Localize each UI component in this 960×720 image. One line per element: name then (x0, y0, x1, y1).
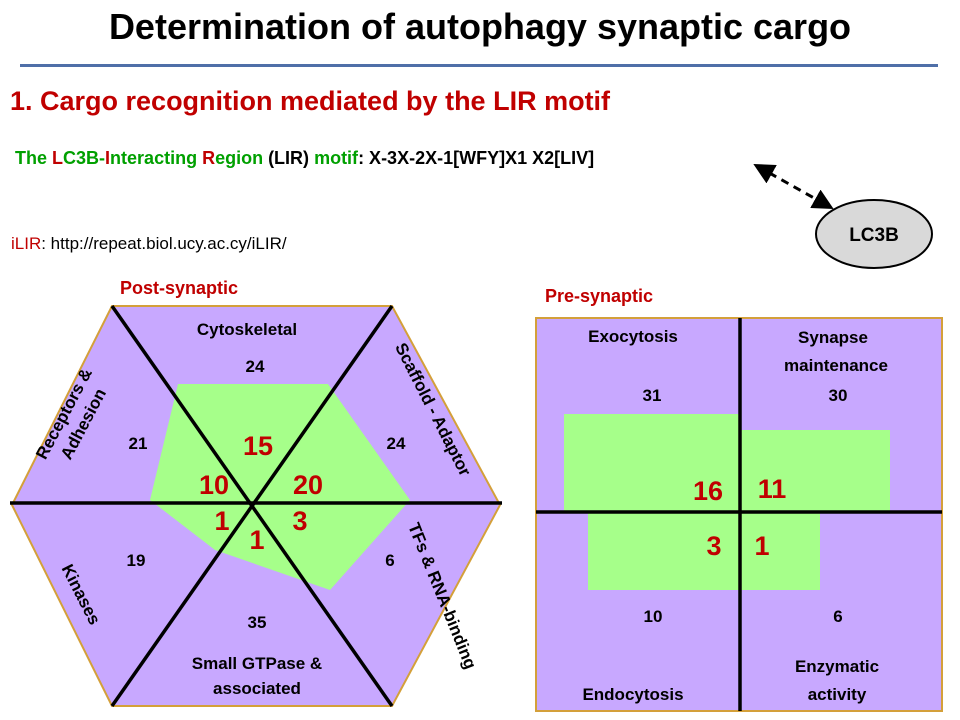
scaffold-adaptor-lir-count: 20 (293, 470, 323, 500)
synapse-maintenance-lir-count: 11 (758, 474, 787, 504)
lir-text-egion: egion (215, 148, 264, 168)
cytoskeletal-lir-count: 15 (243, 431, 273, 461)
title-divider (20, 64, 938, 67)
page-title: Determination of autophagy synaptic carg… (108, 6, 852, 47)
maintenance-lir-region (740, 430, 890, 512)
endocytosis-label: Endocytosis (582, 685, 683, 704)
tfs-rna-binding-lir-count: 3 (292, 506, 307, 536)
lir-text-i: I (105, 148, 111, 168)
ilir-reference: iLIR: http://repeat.biol.ucy.ac.cy/iLIR/ (11, 234, 287, 254)
enzymatic-activity-lir-count: 1 (754, 531, 769, 561)
hexagon-divider-diagonal-2 (110, 304, 394, 708)
kinases-total: 19 (127, 551, 146, 570)
cytoskeletal-label: Cytoskeletal (197, 320, 297, 339)
exocytosis-lir-region (564, 414, 740, 512)
lir-text-r: R (202, 148, 216, 168)
lir-text-motif: motif (314, 148, 359, 168)
tfs-rna-binding-total: 6 (385, 551, 394, 570)
synapse-maintenance-label-line2: maintenance (784, 356, 888, 375)
endocytosis-total: 10 (644, 607, 663, 626)
enzymatic-lir-region (740, 512, 820, 590)
post-synaptic-lir-region (150, 384, 410, 590)
post-synaptic-label: Post-synaptic (120, 278, 239, 298)
lc3b-interaction-arrow (753, 163, 834, 210)
kinases-lir-count: 1 (214, 506, 229, 536)
receptors-adhesion-total: 21 (129, 434, 148, 453)
synapse-maintenance-total: 30 (829, 386, 848, 405)
exocytosis-lir-count: 16 (693, 476, 723, 506)
endocytosis-lir-region (588, 512, 740, 590)
lir-text-abbrev: (LIR) (263, 148, 315, 168)
lir-text-c3b: C3B- (63, 148, 106, 168)
small-gtpase-label-line2: associated (213, 679, 301, 698)
cytoskeletal-total: 24 (246, 357, 265, 376)
lc3b-node (815, 199, 933, 269)
small-gtpase-lir-count: 1 (249, 525, 264, 555)
lir-motif-definition: The LC3B-Interacting Region (LIR) motif:… (15, 148, 594, 169)
lc3b-label: LC3B (849, 225, 899, 246)
enzymatic-activity-total: 6 (833, 607, 842, 626)
small-gtpase-label-line1: Small GTPase & (192, 654, 322, 673)
pre-synaptic-label: Pre-synaptic (545, 286, 654, 306)
receptors-adhesion-lir-count: 10 (199, 470, 229, 500)
small-gtpase-total: 35 (248, 613, 267, 632)
section-heading: 1. Cargo recognition mediated by the LIR… (10, 86, 611, 116)
enzymatic-activity-label-line1: Enzymatic (795, 657, 879, 676)
lir-text-nteracting: nteracting (110, 148, 203, 168)
ilir-prefix: iLIR (11, 234, 42, 253)
scaffold-adaptor-total: 24 (387, 434, 406, 453)
endocytosis-lir-count: 3 (706, 531, 721, 561)
lir-text-the: The (15, 148, 53, 168)
lir-text-l: L (52, 148, 64, 168)
enzymatic-activity-label-line2: activity (808, 685, 867, 704)
lir-formula: : X-3X-2X-1[WFY]X1 X2[LIV] (358, 148, 595, 168)
exocytosis-label: Exocytosis (588, 327, 678, 346)
synapse-maintenance-label-line1: Synapse (798, 328, 868, 347)
exocytosis-total: 31 (643, 386, 662, 405)
ilir-url: : http://repeat.biol.ucy.ac.cy/iLIR/ (41, 234, 287, 253)
